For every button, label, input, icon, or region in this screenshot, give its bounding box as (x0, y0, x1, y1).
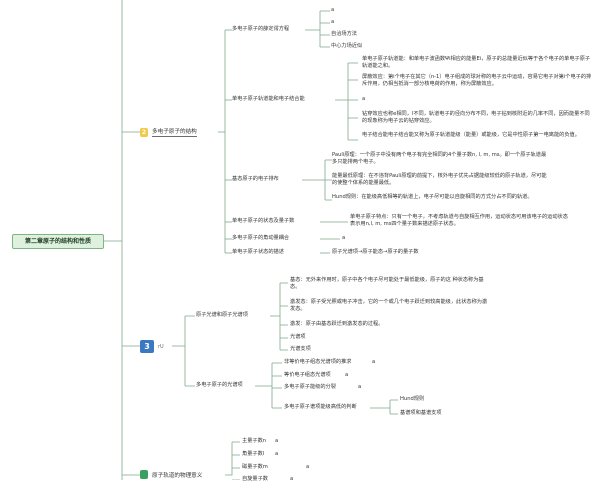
leaf-equivalent[interactable]: 等价电子组态光谱项 (284, 372, 331, 378)
branch-atomic-spectra[interactable]: 3 rU (140, 340, 164, 353)
leaf-a1[interactable]: a (331, 7, 335, 13)
leaf-equivalent-a[interactable]: a (345, 372, 349, 378)
root-node[interactable]: 第二章原子的结构和性质 (12, 234, 104, 249)
leaf-single-electron[interactable]: 单电子原子特点：只有一个电子，不考虑轨道与自旋相互作用，运动状态可用该电子的运动… (350, 214, 568, 227)
leaf-e-a[interactable]: a (342, 235, 346, 241)
node-single-electron-state[interactable]: 单电子原子的状态及量子数 (232, 218, 295, 224)
branch1-label: 多电子原子的结构 (152, 129, 197, 137)
leaf-ground-term[interactable]: 基谱项和基谱支项 (400, 410, 442, 416)
branch-orbital-meaning[interactable]: 原子轨道的物理意义 (140, 470, 202, 479)
leaf-hund-rule[interactable]: Hund规则 (400, 396, 425, 402)
leaf-principal-qn[interactable]: 主量子数n (242, 438, 267, 444)
branch2-badge: 3 (140, 340, 154, 353)
leaf-shielding[interactable]: 屏蔽效应：第i个电子在其它（n-1）电子组成的球对称的电子云中运动，容易它电子对… (362, 74, 592, 87)
branch2-label: rU (158, 343, 164, 350)
node-ground-config[interactable]: 基态原子的电子排布 (232, 176, 279, 182)
branch-multi-electron-structure[interactable]: 2 多电子原子的结构 (140, 127, 197, 137)
leaf-nonequivalent-a[interactable]: a (372, 359, 376, 365)
leaf-magnetic-a[interactable]: a (306, 464, 310, 470)
leaf-spin-qn[interactable]: 自旋量子数 (242, 476, 268, 482)
leaf-aufbau[interactable]: 能量最低原理：在不违背Pauli原理的前提下，核外电子优先占据能级较低的原子轨道… (332, 173, 547, 186)
leaf-excited-state[interactable]: 激发态：原子受光照或电子冲击，它的一个或几个电子跃迁到较高能级，此状态称为激发态… (290, 299, 488, 312)
leaf-splitting-a[interactable]: a (358, 384, 362, 390)
leaf-angular-qn[interactable]: 角量子数l (242, 451, 265, 457)
leaf-binding-energy[interactable]: 电子结合能电子结合能又称为原子轨道能级（能量）或能级，它是中性原子第一电离能的负… (362, 132, 580, 138)
branch3-label: 原子轨道的物理意义 (152, 472, 203, 479)
leaf-angular-a[interactable]: a (275, 451, 279, 457)
node-schrodinger[interactable]: 多电子原子的薛定谔方程 (232, 26, 290, 32)
leaf-scf[interactable]: 自洽场方法 (331, 31, 357, 37)
node-orbital-energy[interactable]: 单电子原子轨道能和电子结合能 (232, 96, 305, 102)
leaf-orbital-energy[interactable]: 单电子原子轨道能：和单电子波函数Ψi相应的能量Ei，原子的总能量近似等于各个电子… (362, 56, 591, 69)
leaf-magnetic-qn[interactable]: 磁量子数m (242, 464, 268, 470)
node-angular-coupling[interactable]: 多电子原子的角动量耦合 (232, 235, 290, 241)
leaf-level-splitting[interactable]: 多电子原子能级的分裂 (284, 384, 336, 390)
leaf-nonequivalent[interactable]: 非等价电子组态光谱项的推求 (284, 359, 352, 365)
branch3-badge (140, 470, 148, 479)
leaf-principal-a[interactable]: a (275, 438, 279, 444)
node-state-description[interactable]: 单电子原子状态的描述 (232, 249, 284, 255)
branch1-badge: 2 (140, 127, 148, 137)
leaf-a2[interactable]: a (331, 19, 335, 25)
leaf-term-order[interactable]: 多电子原子谱项能级高低的判断 (284, 404, 357, 410)
node-atomic-spectra-terms[interactable]: 原子光谱和原子光谱项 (196, 312, 248, 318)
leaf-hund[interactable]: Hund规则：在能级高低相等的轨道上，电子尽可能以自旋相同的方式分占不同的轨道。 (332, 194, 533, 200)
leaf-spectral-subterm[interactable]: 光谱支项 (290, 346, 311, 352)
leaf-central-field[interactable]: 中心力场近似 (331, 43, 363, 49)
leaf-pauli[interactable]: Pauli原理：一个原子中没有两个电子有完全相同的4个量子数n, l, m, m… (332, 152, 547, 165)
node-multi-electron-terms[interactable]: 多电子原子的光谱项 (196, 382, 243, 388)
leaf-b-a[interactable]: a (362, 96, 366, 102)
leaf-penetration[interactable]: 钻穿效应也称e相同，l不同，轨道电子的径向分布不同，电子钻到核附近的几率不同，因… (362, 111, 590, 124)
leaf-term-chain[interactable]: 原子光谱项→原子能态→原子的量子数 (332, 249, 419, 255)
leaf-spin-a[interactable]: a (290, 476, 294, 482)
leaf-ground-state[interactable]: 基态：无外来作用时，原子中各个电子尽可能处于最低能级，原子的这 种状态称为基态。 (290, 277, 484, 290)
leaf-excitation[interactable]: 激发：原子由基态跃迁到激发态的过程。 (290, 321, 384, 327)
leaf-spectral-term[interactable]: 光谱项 (290, 334, 306, 340)
